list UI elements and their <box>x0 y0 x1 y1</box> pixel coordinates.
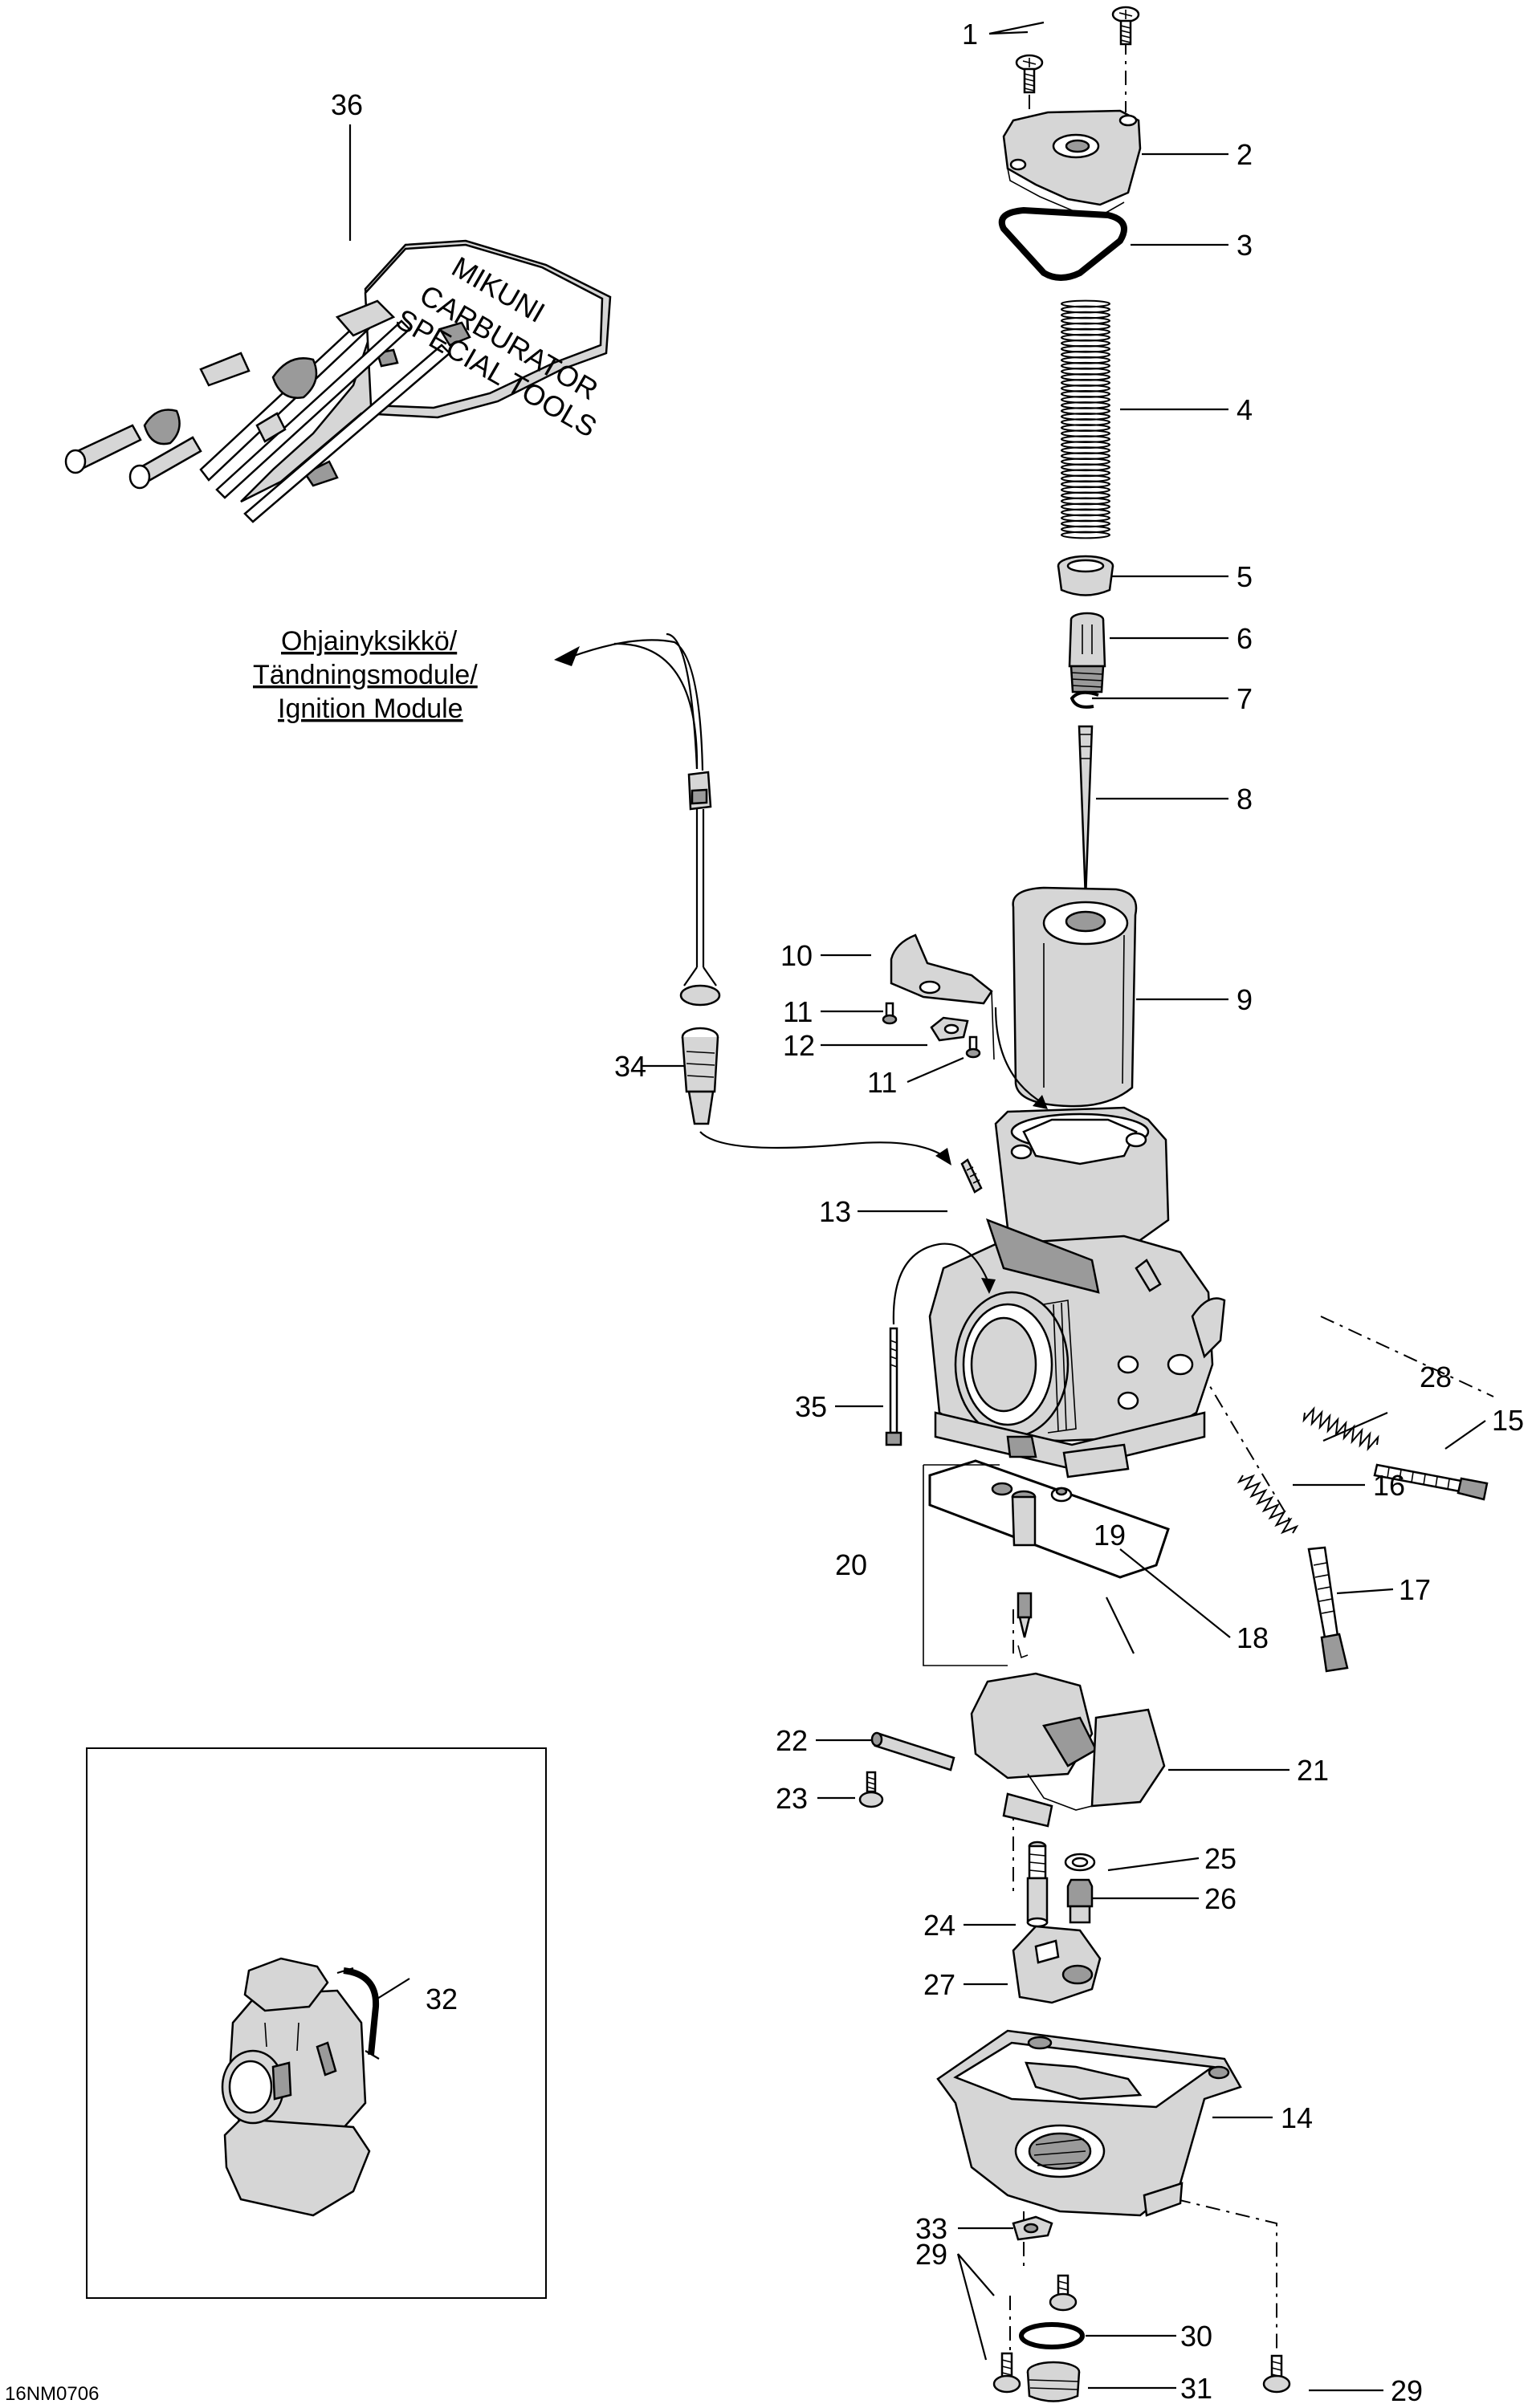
part-17-pilot-screw <box>1307 1546 1349 1673</box>
callout-9: 9 <box>1237 983 1253 1016</box>
part-33-bracket <box>1012 2215 1053 2241</box>
callout-17: 17 <box>1399 1573 1431 1606</box>
callout-3: 3 <box>1237 229 1253 262</box>
part-20-needle-valve-group <box>923 1464 1008 1666</box>
callout-2: 2 <box>1237 138 1253 171</box>
part-30-o-ring <box>1019 2322 1085 2349</box>
part-12-retaining-clip <box>930 1016 969 1042</box>
part-21-float <box>970 1672 1166 1828</box>
callout-12: 12 <box>783 1029 815 1062</box>
part-35-mounting-screw <box>885 1243 996 1446</box>
callout-19: 19 <box>1094 1519 1126 1552</box>
part-18-bowl-gasket <box>928 1459 1170 1579</box>
callout-21: 21 <box>1297 1754 1329 1787</box>
callout-7: 7 <box>1237 682 1253 715</box>
callout-35: 35 <box>795 1390 827 1423</box>
drawing-reference-code: 16NM0706 <box>5 2383 99 2405</box>
part-6-needle-holder <box>1068 612 1106 694</box>
callout-26: 26 <box>1204 1882 1237 1915</box>
module-label-line1: Ohjainyksikkö/ <box>281 626 458 657</box>
part-16-spring <box>1237 1474 1299 1535</box>
part-5-spring-seat <box>1057 555 1114 596</box>
callout-1: 1 <box>962 18 978 51</box>
part-28-screw-spring <box>1302 1405 1379 1452</box>
carburetor-body <box>928 1106 1226 1479</box>
callout-36: 36 <box>331 88 363 121</box>
ignition-module-reference: Ohjainyksikkö/ Tändningsmodule/ Ignition… <box>253 626 478 724</box>
callout-8: 8 <box>1237 783 1253 816</box>
module-label-line2: Tändningsmodule/ <box>253 660 478 690</box>
part-36-special-tool-kit: MIKUNI CARBURATOR SPECIAL TOOLS <box>64 239 612 523</box>
part-13-air-jet-fitting <box>960 1158 983 1194</box>
needle-valve-seat <box>1011 1490 1037 1659</box>
part-27-baffle <box>1012 1925 1102 2004</box>
callout-24: 24 <box>923 1909 955 1942</box>
part-2-carburetor-cap <box>1002 109 1142 216</box>
callout-14: 14 <box>1281 2101 1313 2134</box>
part-24-needle-jet <box>1026 1841 1049 1928</box>
part-8-jet-needle <box>1078 725 1094 900</box>
callout-15: 15 <box>1492 1404 1524 1437</box>
callout-29b: 29 <box>1391 2374 1423 2407</box>
module-label-line3: Ignition Module <box>278 694 463 724</box>
callout-16: 16 <box>1373 1469 1405 1502</box>
part-4-throttle-spring <box>1061 299 1110 539</box>
callout-28: 28 <box>1420 1361 1452 1393</box>
callout-10: 10 <box>780 939 813 972</box>
part-11-plate-screws <box>882 1002 981 1059</box>
callout-33: 33 <box>915 2212 947 2245</box>
callout-11b: 11 <box>867 1066 897 1099</box>
slide-insertion-arrow <box>994 1007 1048 1109</box>
callout-25: 25 <box>1204 1842 1237 1875</box>
part-34-sensor-harness <box>554 633 951 1165</box>
callout-18: 18 <box>1237 1621 1269 1654</box>
part-25-washer <box>1064 1853 1096 1872</box>
part-26-main-jet <box>1066 1878 1094 1924</box>
callout-13: 13 <box>819 1195 851 1228</box>
callout-11a: 11 <box>783 995 813 1028</box>
callout-30: 30 <box>1180 2320 1212 2353</box>
part-10-slide-plate <box>890 934 995 1060</box>
callout-32: 32 <box>426 1983 458 2015</box>
part-29-bowl-screws <box>992 2274 1291 2394</box>
callout-34: 34 <box>614 1050 646 1083</box>
part-23-pin-screw <box>858 1771 884 1808</box>
callout-numbers: 1 2 3 4 5 6 7 8 9 10 11 12 11 13 14 15 1… <box>331 18 1524 2407</box>
callout-20: 20 <box>835 1548 867 1581</box>
callout-5: 5 <box>1237 560 1253 593</box>
part-7-needle-clip <box>1069 690 1099 709</box>
callout-31: 31 <box>1180 2372 1212 2405</box>
part-19-seal <box>1050 1487 1073 1503</box>
part-15-idle-adjust-screw <box>1373 1463 1489 1501</box>
part-31-drain-plug <box>1026 2361 1081 2402</box>
callout-27: 27 <box>923 1968 955 2001</box>
callout-4: 4 <box>1237 393 1253 426</box>
part-22-float-pin <box>870 1731 955 1771</box>
callout-23: 23 <box>776 1782 808 1815</box>
callout-29a: 29 <box>915 2238 947 2271</box>
leader-lines <box>348 21 1486 2392</box>
part-3-cap-gasket <box>998 206 1127 281</box>
part-1-cover-screws <box>1015 6 1140 94</box>
part-9-throttle-slide <box>1012 886 1138 1108</box>
callout-22: 22 <box>776 1724 808 1757</box>
part-14-float-bowl <box>936 2029 1242 2217</box>
callout-6: 6 <box>1237 622 1253 655</box>
inset-assembled-carburetor <box>86 1747 547 2299</box>
